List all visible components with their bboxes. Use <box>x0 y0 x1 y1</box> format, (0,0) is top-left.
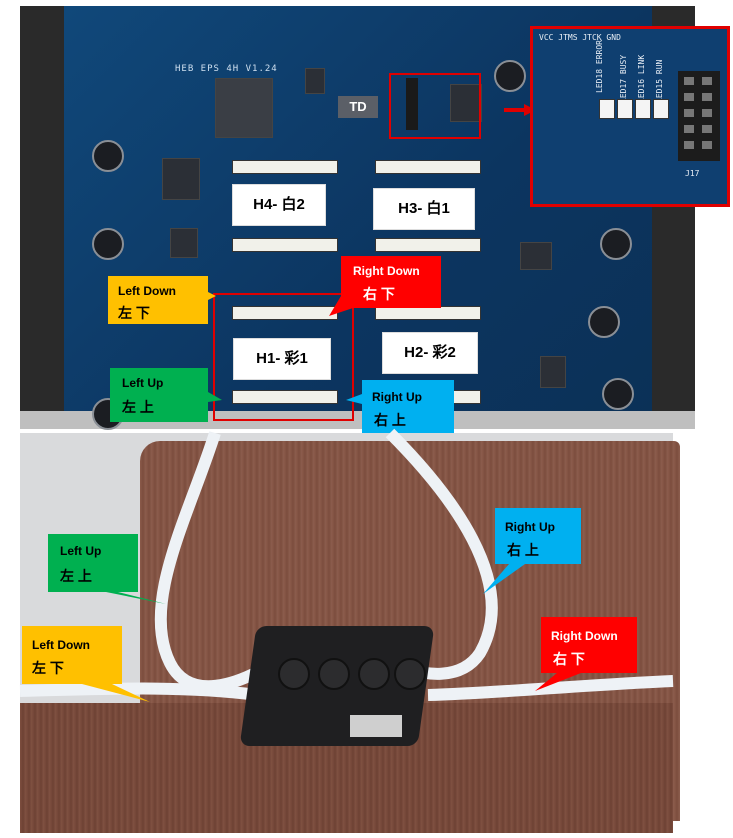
zoom-silk-j17: J17 <box>685 169 700 178</box>
ic-chip <box>162 158 200 200</box>
capacitor <box>588 306 620 338</box>
callout-bottom-left-up: Left Up 左 上 <box>48 534 166 604</box>
regulator-chip <box>520 242 552 270</box>
capacitor <box>92 140 124 172</box>
board-silkscreen-title: HEB EPS 4H V1.24 <box>175 64 278 74</box>
head-connector <box>375 160 481 174</box>
print-head-nozzle <box>318 658 350 690</box>
display-chip <box>305 68 325 94</box>
callout-top-left-up: Left Up 左 上 <box>110 368 222 422</box>
led-error <box>599 99 615 119</box>
callout-top-right-up: Right Up 右 上 <box>346 380 454 434</box>
callout-shape <box>329 256 441 316</box>
h1-highlight-frame <box>213 293 354 421</box>
head-label-h4: H4- 白2 <box>232 184 326 226</box>
led-strip <box>406 78 418 130</box>
led-highlight-frame <box>389 73 481 139</box>
head-connector <box>375 238 481 252</box>
led-busy <box>617 99 633 119</box>
callout-shape <box>483 508 581 594</box>
header-chip <box>450 84 482 122</box>
head-connector <box>232 238 338 252</box>
zoom-silk-jtag: VCC JTMS JTCK GND <box>539 33 621 42</box>
callout-bottom-left-down: Left Down 左 下 <box>22 626 150 702</box>
td-chip-label: TD <box>338 96 378 118</box>
head-label-h1: H1- 彩1 <box>233 338 331 380</box>
callout-shape <box>108 276 216 324</box>
print-head-nozzle <box>278 658 310 690</box>
print-head-nozzle <box>358 658 390 690</box>
zoom-inset: VCC JTMS JTCK GND LED18 ERROR LED17 BUSY… <box>530 26 730 207</box>
j17-header <box>678 71 720 161</box>
capacitor <box>602 378 634 410</box>
capacitor <box>92 228 124 260</box>
print-head-nozzle <box>394 658 426 690</box>
callout-shape <box>535 617 637 691</box>
capacitor <box>494 60 526 92</box>
head-label-h3: H3- 白1 <box>373 188 475 230</box>
zoom-silk-busy: LED17 BUSY <box>619 54 628 103</box>
callout-top-left-down: Left Down 左 下 <box>108 276 216 324</box>
ribbon-cable <box>19 428 674 701</box>
head-connector <box>232 160 338 174</box>
led-run <box>653 99 669 119</box>
zoom-silk-link: LED16 LINK <box>637 54 646 103</box>
head-connector <box>375 306 481 320</box>
callout-shape <box>22 626 150 702</box>
zoom-silk-error: LED18 ERROR <box>595 40 604 93</box>
capacitor <box>600 228 632 260</box>
fpga-chip <box>215 78 273 138</box>
callout-bottom-right-up: Right Up 右 上 <box>483 508 581 594</box>
callout-shape <box>346 380 454 434</box>
print-head-foil <box>350 715 402 737</box>
callout-shape <box>110 368 222 422</box>
head-label-h2: H2- 彩2 <box>382 332 478 374</box>
circuit-board-photo: HEB EPS 4H V1.24 TD H4- 白2 H3- 白1 H1- 彩1… <box>20 6 730 430</box>
callout-top-right-down: Right Down 右 下 <box>329 256 441 316</box>
led-link <box>635 99 651 119</box>
regulator-chip <box>540 356 566 388</box>
zoom-silk-run: LED15 RUN <box>655 59 664 103</box>
regulator-chip <box>170 228 198 258</box>
callout-bottom-right-down: Right Down 右 下 <box>535 617 637 691</box>
callout-shape <box>48 534 166 604</box>
head-connector <box>232 390 338 404</box>
